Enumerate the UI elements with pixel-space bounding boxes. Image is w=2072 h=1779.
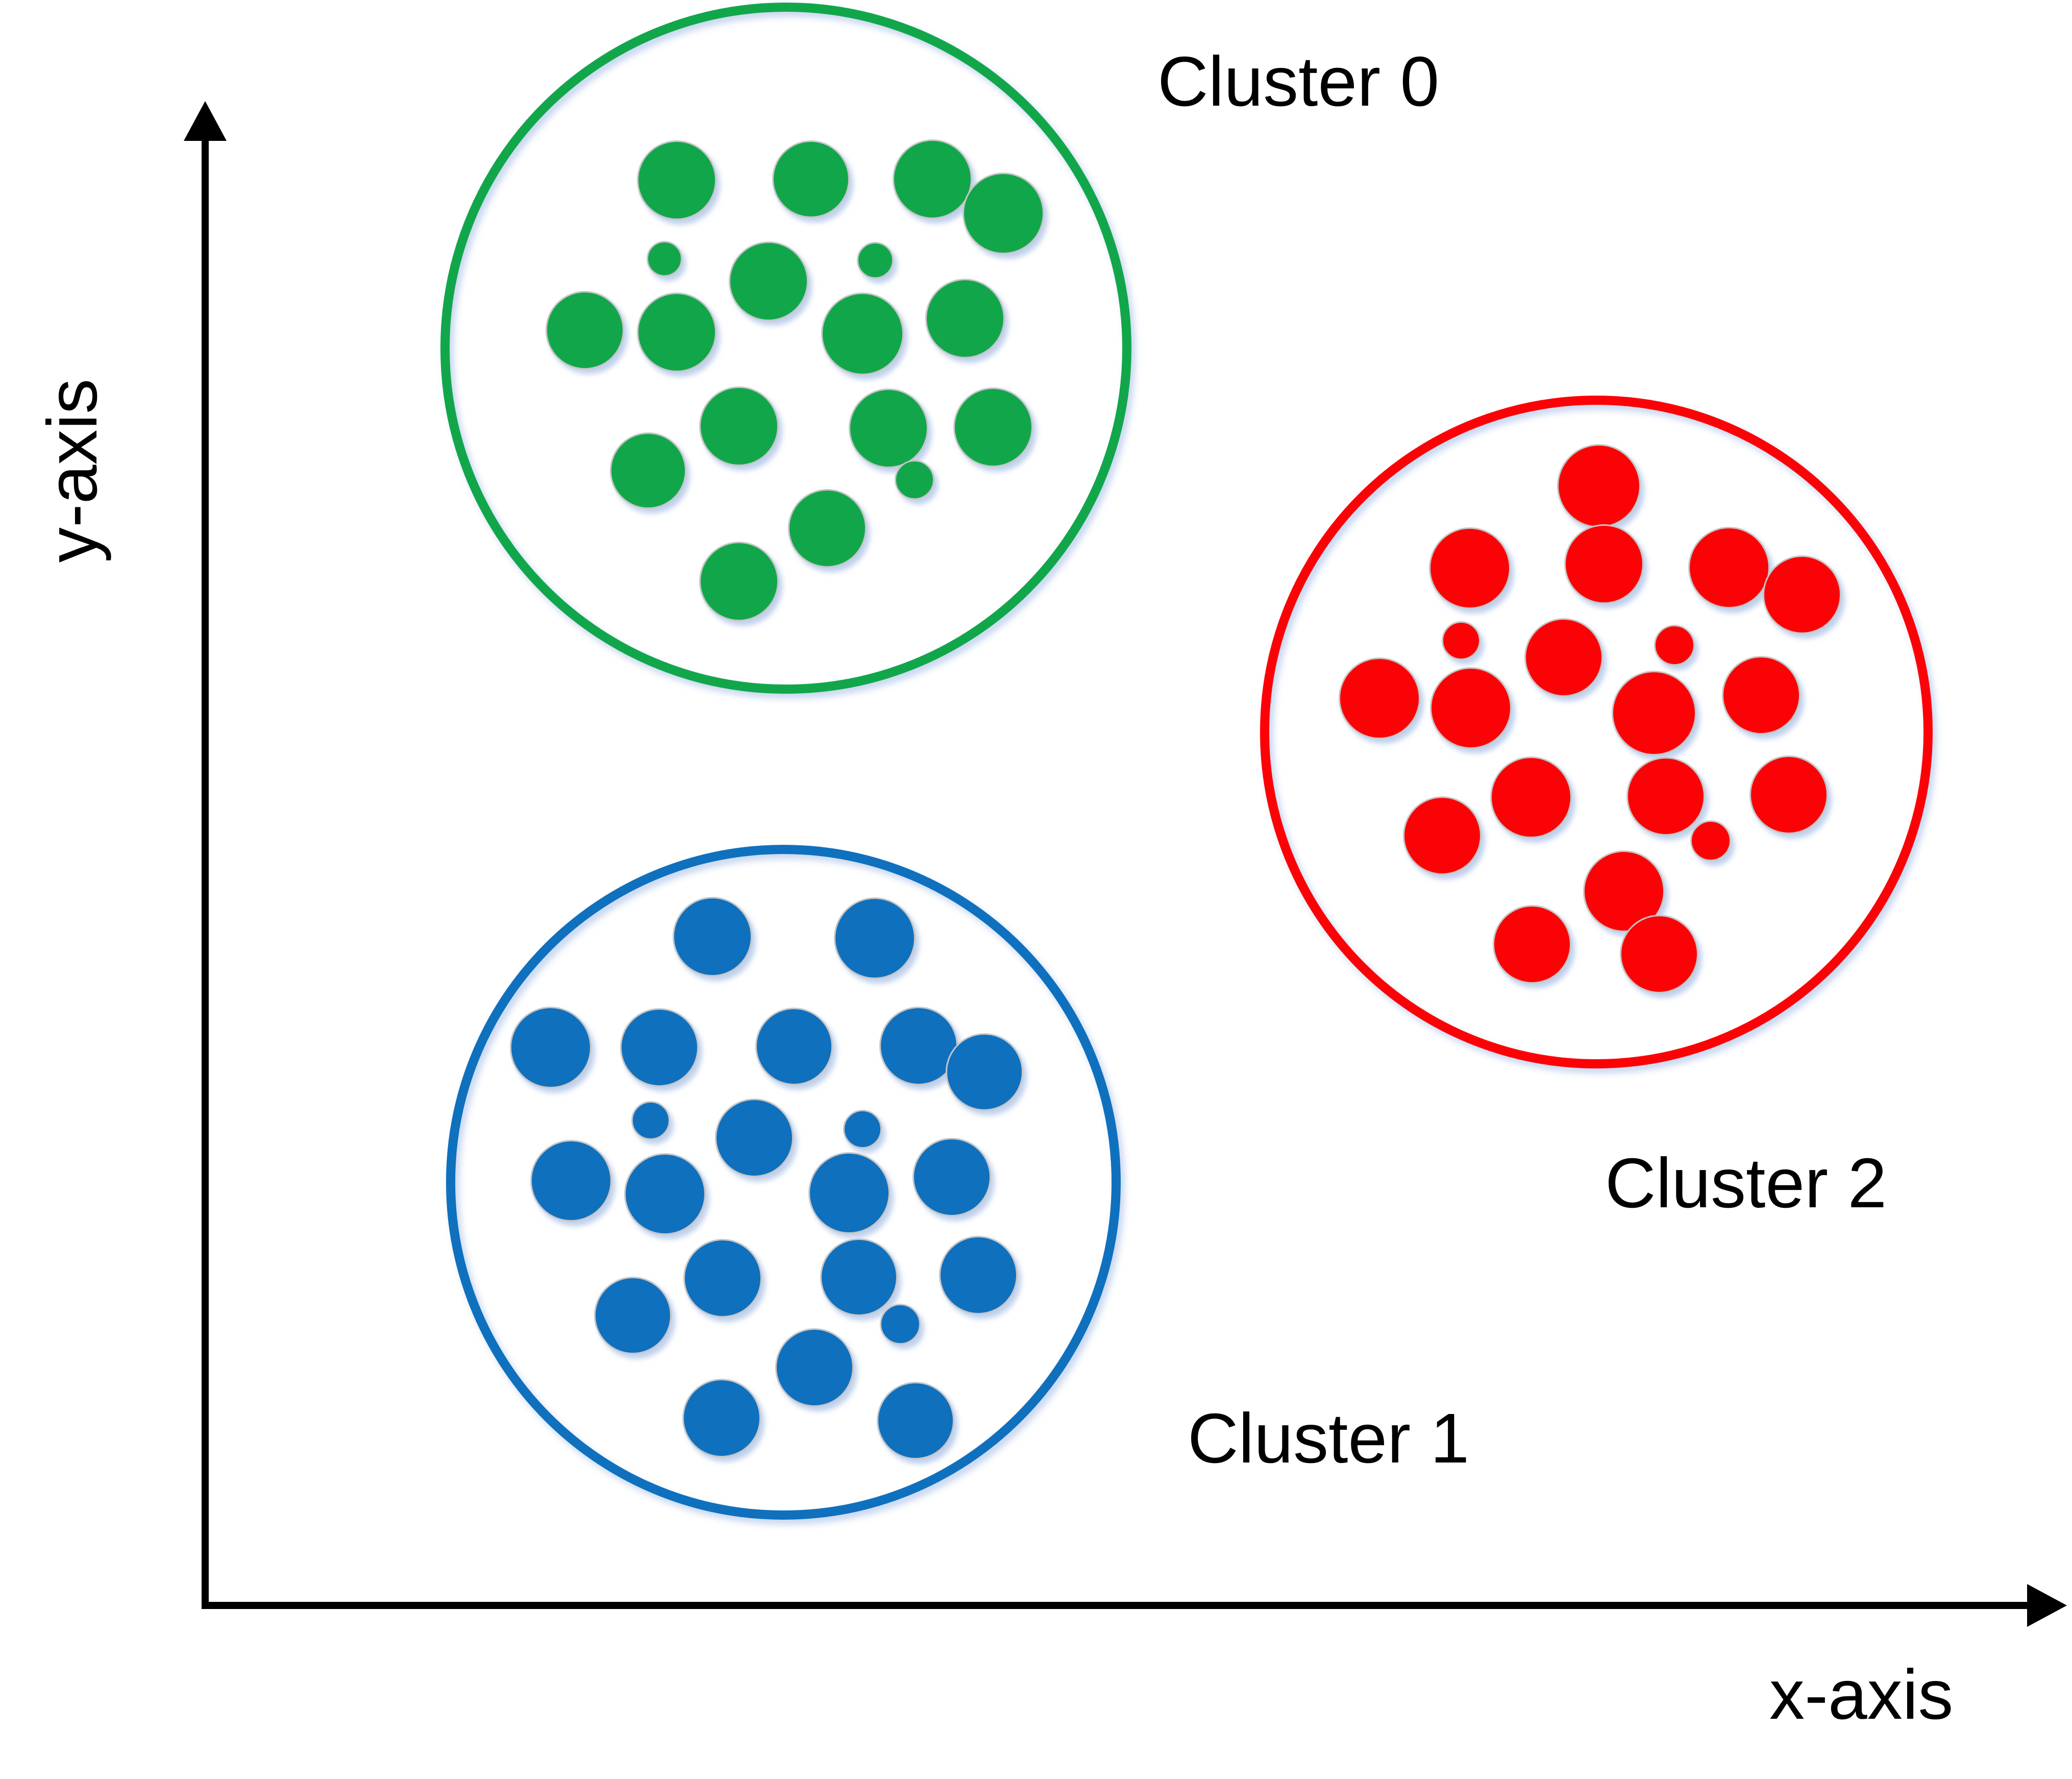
data-point (755, 1008, 833, 1085)
data-point (1339, 657, 1420, 739)
data-point (1430, 667, 1512, 749)
data-point (510, 1007, 591, 1088)
data-point (1763, 555, 1841, 634)
data-point (775, 1328, 854, 1407)
y-axis-label: y-axis (33, 378, 112, 563)
data-point (673, 897, 752, 977)
cluster-label-0: Cluster 0 (1157, 42, 1440, 121)
data-point (834, 897, 916, 979)
data-point (610, 432, 686, 509)
cluster-label-1: Cluster 1 (1188, 1399, 1470, 1478)
data-point (893, 139, 972, 219)
data-point (1403, 796, 1482, 875)
data-point (1490, 757, 1572, 838)
data-point (1688, 527, 1770, 608)
data-point (1442, 621, 1481, 660)
data-point (1620, 915, 1698, 993)
cluster-circle-0 (440, 3, 1131, 694)
data-point (637, 293, 717, 372)
x-axis-line (202, 1602, 2034, 1609)
data-point (682, 1379, 761, 1457)
y-axis-line (202, 134, 209, 1609)
data-point (1722, 656, 1800, 735)
cluster-label-2: Cluster 2 (1605, 1144, 1887, 1223)
data-point (1429, 527, 1511, 609)
data-point (912, 1138, 991, 1216)
data-point (1690, 820, 1731, 861)
data-point (820, 1238, 898, 1316)
data-point (772, 140, 850, 218)
x-axis-arrowhead-icon (2027, 1584, 2067, 1627)
data-point (631, 1101, 670, 1140)
data-point (953, 387, 1033, 467)
data-point (1749, 756, 1828, 834)
data-point (683, 1239, 762, 1318)
data-point (925, 279, 1005, 358)
data-point (843, 1110, 882, 1149)
data-point (624, 1153, 706, 1235)
data-point (1524, 618, 1603, 697)
data-point (1626, 757, 1705, 836)
data-point (699, 542, 779, 621)
data-point (849, 388, 928, 468)
x-axis-label: x-axis (1769, 1655, 1954, 1734)
data-point (895, 460, 934, 500)
data-point (857, 242, 894, 279)
data-point (546, 291, 624, 370)
data-point (1557, 444, 1641, 528)
data-point (715, 1099, 794, 1177)
data-point (963, 173, 1044, 254)
data-point (1564, 524, 1644, 604)
y-axis-arrowhead-icon (184, 101, 227, 141)
data-point (880, 1304, 921, 1345)
data-point (594, 1277, 672, 1354)
data-point (946, 1033, 1023, 1111)
data-point (788, 489, 867, 568)
data-point (530, 1140, 612, 1222)
data-point (637, 140, 717, 220)
data-point (699, 386, 779, 466)
data-point (729, 241, 808, 321)
data-point (620, 1008, 699, 1087)
data-point (647, 241, 682, 277)
data-point (939, 1236, 1018, 1314)
data-point (1493, 905, 1571, 984)
data-point (1612, 671, 1696, 756)
data-point (808, 1152, 890, 1234)
data-point (821, 293, 904, 375)
data-point (877, 1382, 954, 1459)
data-point (1654, 625, 1695, 666)
